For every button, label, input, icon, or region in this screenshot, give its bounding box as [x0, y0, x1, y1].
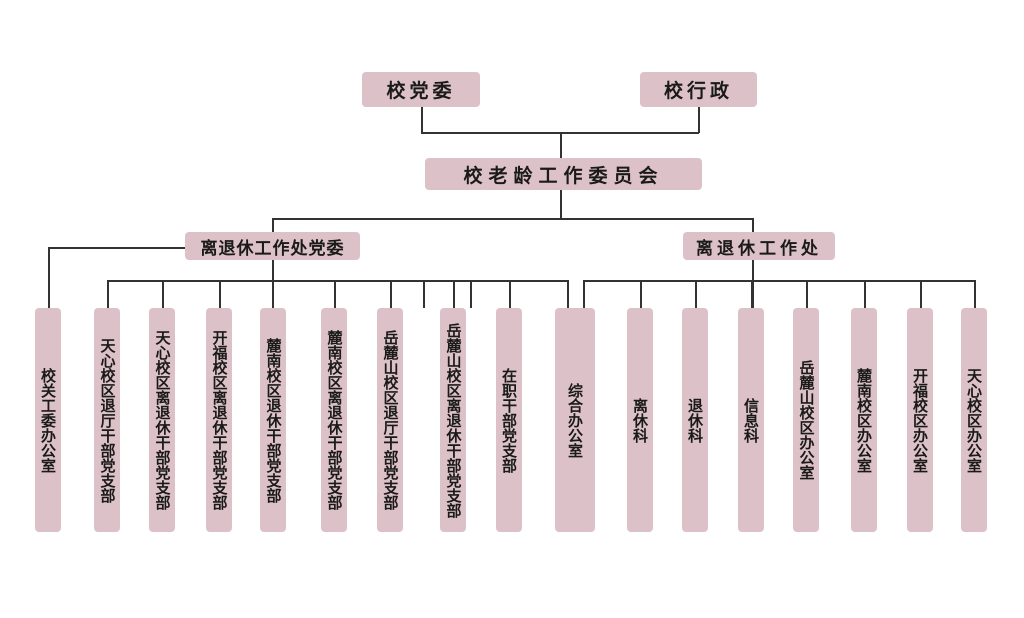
retirement-party-committee-box: 离退休工作处党委: [185, 232, 360, 260]
connector: [695, 280, 697, 308]
retirement-office-box: 离退休工作处: [683, 232, 835, 260]
connector: [974, 280, 976, 308]
connector: [162, 280, 164, 308]
office-box: 信息科: [738, 308, 764, 532]
connector: [48, 247, 50, 309]
party-branch-box: 开福校区离退休干部党支部: [206, 308, 232, 532]
office-box: 岳麓山校区办公室: [793, 308, 819, 532]
connector: [567, 280, 569, 308]
connector: [390, 280, 392, 308]
connector: [752, 218, 754, 232]
office-box: 麓南校区办公室: [851, 308, 877, 532]
connector: [560, 132, 562, 158]
administration-box: 校行政: [640, 72, 757, 107]
office-box: 离休科: [627, 308, 653, 532]
party-branch-box: 在职干部党支部: [496, 308, 522, 532]
party-branch-box: 岳麓山校区离退休干部党支部: [440, 308, 466, 532]
connector: [272, 260, 274, 308]
connector: [48, 247, 186, 249]
party-committee-box: 校党委: [362, 72, 480, 107]
connector: [640, 280, 642, 308]
connector: [453, 280, 455, 308]
connector: [107, 280, 568, 282]
connector: [698, 107, 700, 133]
connector: [509, 280, 511, 308]
connector: [583, 280, 585, 308]
connector: [423, 280, 425, 308]
connector: [107, 280, 109, 308]
connector: [334, 280, 336, 308]
connector: [752, 260, 754, 308]
office-box: 退休科: [682, 308, 708, 532]
connector: [806, 280, 808, 308]
party-branch-box: 天心校区离退休干部党支部: [149, 308, 175, 532]
connector: [583, 280, 976, 282]
office-box: 开福校区办公室: [907, 308, 933, 532]
connector: [560, 190, 562, 218]
office-box: 天心校区办公室: [961, 308, 987, 532]
party-branch-box: 麓南校区离退休干部党支部: [321, 308, 347, 532]
office-box: 综合办公室: [555, 308, 595, 532]
connector: [470, 280, 472, 308]
connector: [272, 218, 753, 220]
party-branch-box: 岳麓山校区退厅干部党支部: [377, 308, 403, 532]
connector: [920, 280, 922, 308]
party-branch-box: 校关工委办公室: [35, 308, 61, 532]
connector: [219, 280, 221, 308]
party-branch-box: 天心校区退厅干部党支部: [94, 308, 120, 532]
party-branch-box: 麓南校区退休干部党支部: [260, 308, 286, 532]
connector: [864, 280, 866, 308]
connector: [272, 218, 274, 232]
connector: [751, 280, 753, 308]
connector: [421, 107, 423, 133]
aging-committee-box: 校老龄工作委员会: [425, 158, 702, 190]
